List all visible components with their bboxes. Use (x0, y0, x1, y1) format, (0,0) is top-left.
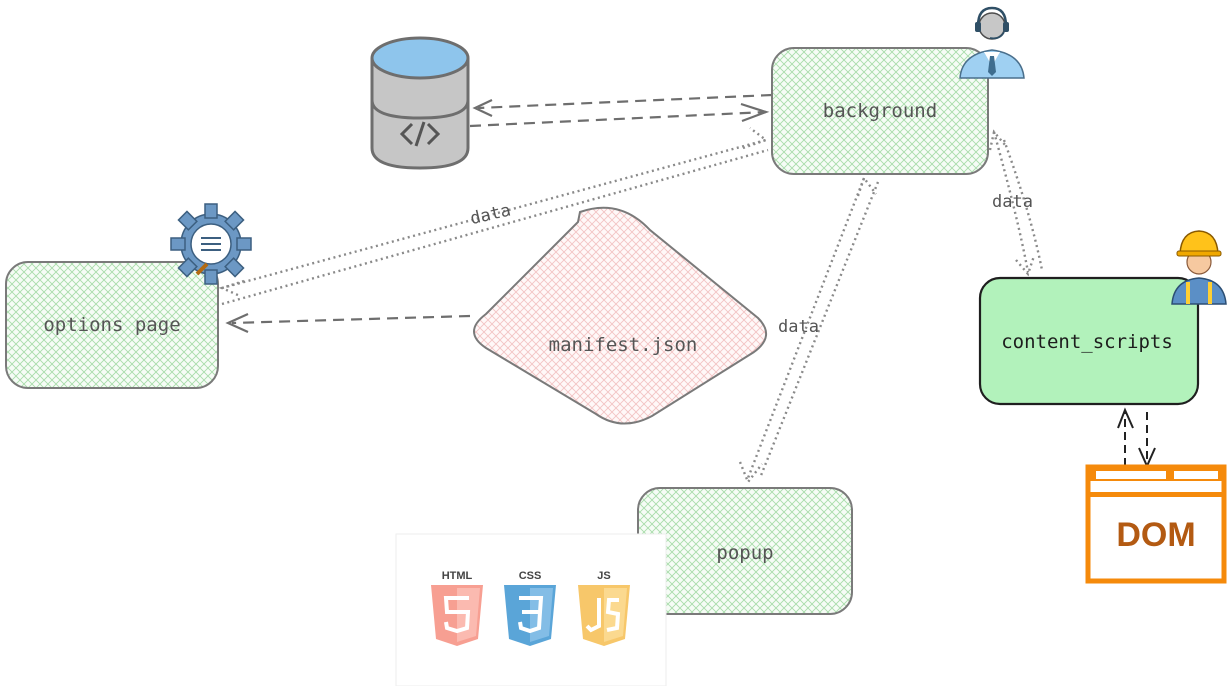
edge-content-dom (1117, 407, 1156, 469)
dom-label: DOM (1116, 516, 1195, 554)
edge-label-popup-background: data (778, 317, 819, 337)
node-popup-label: popup (716, 542, 773, 564)
edge-background-content (988, 129, 1044, 277)
node-manifest[interactable]: manifest.json (473, 206, 767, 425)
js-logo (578, 585, 630, 646)
css3-logo (504, 585, 556, 646)
edge-label-options-background: data (468, 200, 512, 229)
edge-database-background (469, 93, 773, 128)
edge-background-popup (738, 175, 880, 485)
node-content-scripts[interactable]: content_scripts (978, 276, 1200, 406)
tech-logos-card: HTML CSS JS (395, 533, 667, 686)
construction-worker-icon (1171, 230, 1227, 305)
edge-options-background (218, 127, 769, 306)
node-background-label: background (823, 100, 937, 122)
edge-manifest-options (225, 312, 471, 334)
node-popup[interactable]: popup (637, 487, 853, 615)
node-manifest-label: manifest.json (549, 334, 698, 356)
database-icon (370, 36, 470, 170)
node-background[interactable]: background (771, 47, 989, 175)
node-options-page-label: options page (43, 314, 180, 336)
css-logo-label: CSS (519, 570, 542, 582)
support-agent-icon (959, 6, 1025, 79)
edge-database-background-arrowheads (472, 99, 770, 123)
node-options-page[interactable]: options page (5, 261, 219, 389)
settings-gear-icon (170, 203, 252, 285)
js-logo-label: JS (597, 570, 610, 582)
html5-logo (431, 585, 483, 646)
dom-window-icon: DOM (1085, 464, 1227, 584)
edge-label-content-background: data (992, 192, 1033, 212)
html-logo-label: HTML (442, 570, 473, 582)
node-content-scripts-label: content_scripts (1001, 331, 1173, 353)
